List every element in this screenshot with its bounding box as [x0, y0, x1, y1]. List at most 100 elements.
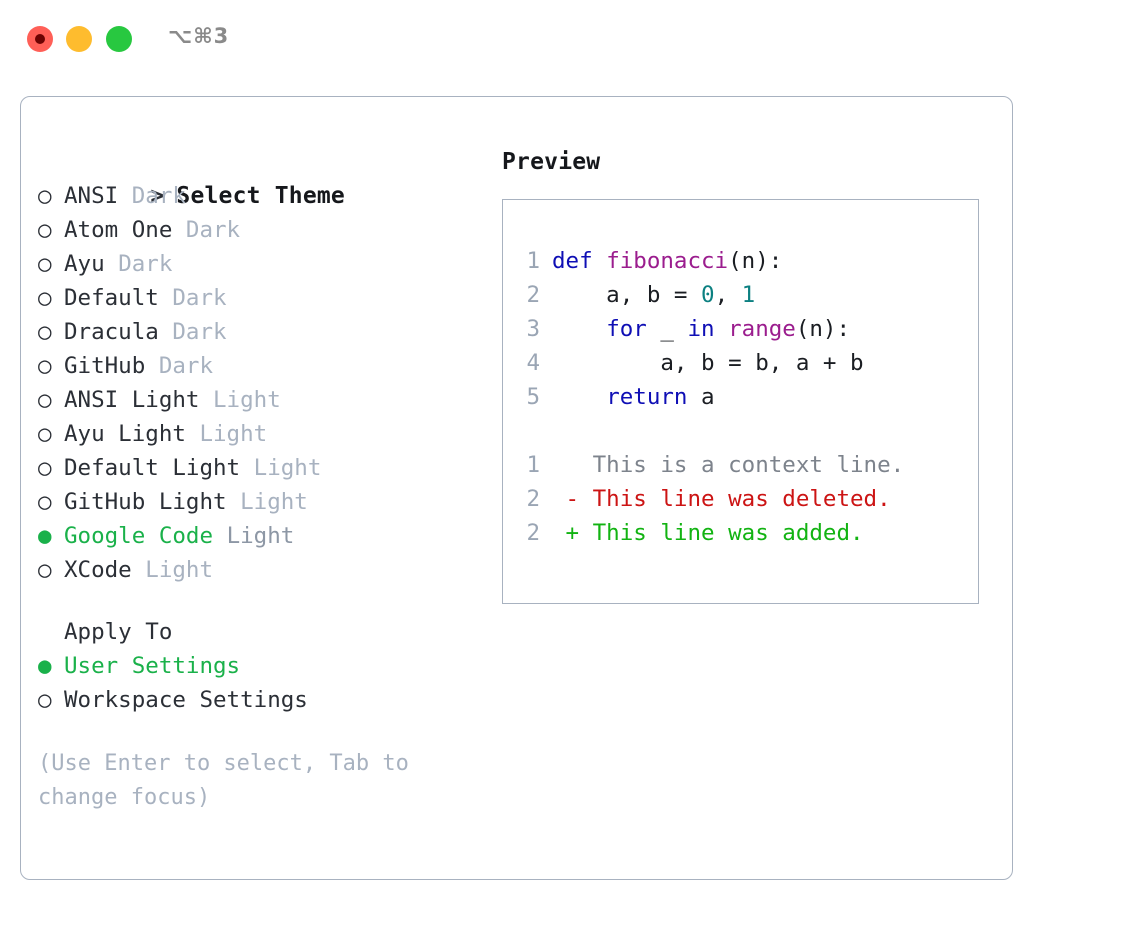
theme-option-category: Light	[199, 421, 268, 447]
code-line: 2 a, b = 0, 1	[516, 278, 972, 312]
theme-option-name: Google Code	[64, 523, 214, 549]
code-line-number: 4	[526, 350, 540, 376]
radio-unselected-icon: ○	[38, 353, 52, 379]
minimize-window-button[interactable]	[66, 26, 92, 52]
title-bar: ⌥⌘3	[0, 0, 1140, 78]
theme-option-category: Dark	[158, 353, 214, 379]
code-token-fn: fibonacci	[606, 248, 729, 274]
radio-unselected-icon: ○	[38, 557, 52, 583]
radio-selected-icon: ●	[38, 523, 52, 549]
code-token-plain	[593, 248, 607, 274]
apply-to-option-name: Workspace Settings	[64, 687, 308, 713]
radio-unselected-icon: ○	[38, 455, 52, 481]
spacer	[159, 285, 173, 311]
theme-option-github[interactable]: ○ GitHub Dark	[38, 349, 488, 383]
radio-unselected-icon: ○	[38, 489, 52, 515]
theme-option-name: Default	[64, 285, 159, 311]
apply-to-option-name: User Settings	[64, 653, 241, 679]
help-hint-text: (Use Enter to select, Tab to change focu…	[38, 751, 423, 810]
code-token-punct: (n):	[795, 316, 851, 342]
preview-section-gap	[516, 414, 972, 448]
code-line-number: 1	[526, 452, 540, 478]
theme-option-category: Dark	[185, 217, 241, 243]
theme-option-name: Dracula	[64, 319, 159, 345]
theme-list: ○ ANSI Dark ○ Atom One Dark ○ Ayu Dark ○ Defaul…	[38, 179, 488, 587]
radio-unselected-icon: ○	[38, 387, 52, 413]
theme-option-dracula[interactable]: ○Dracula Dark	[38, 315, 488, 349]
code-token-plain: a, b =	[552, 282, 702, 308]
theme-option-ansi-light[interactable]: ○ANSI Light Light	[38, 383, 488, 417]
theme-option-github-light[interactable]: ○ GitHub Light Light	[38, 485, 488, 519]
theme-option-name: GitHub Light	[64, 489, 227, 515]
code-token-plain	[715, 316, 729, 342]
apply-to-option-workspace-settings[interactable]: ○ Workspace Settings	[38, 683, 488, 717]
spacer	[186, 421, 200, 447]
theme-option-atom-one[interactable]: ○ Atom One Dark	[38, 213, 488, 247]
code-token-kw: for	[606, 316, 647, 342]
spacer	[199, 387, 213, 413]
code-line-number: 2	[526, 282, 540, 308]
diff-line-text: This is a context line.	[552, 452, 905, 478]
theme-option-name: ANSI	[64, 183, 119, 209]
theme-option-category: Dark	[172, 319, 227, 345]
diff-line-text: - This line was deleted.	[552, 486, 891, 512]
theme-option-category: Light	[240, 489, 308, 515]
code-token-fn: range	[728, 316, 796, 342]
spacer	[132, 557, 146, 583]
code-token-num: 0	[701, 282, 715, 308]
theme-option-name: ANSI Light	[64, 387, 200, 413]
apply-to-option-user-settings[interactable]: ●User Settings	[38, 649, 488, 683]
theme-option-default-light[interactable]: ○ Default Light Light	[38, 451, 488, 485]
code-token-kw: in	[687, 316, 715, 342]
spacer	[159, 319, 173, 345]
theme-option-name: Ayu Light	[64, 421, 186, 447]
theme-option-ayu-light[interactable]: ○ Ayu Light Light	[38, 417, 488, 451]
code-token-punct: (n):	[728, 248, 783, 274]
spacer	[172, 217, 186, 243]
theme-option-default[interactable]: ○Default Dark	[38, 281, 488, 315]
theme-option-name: GitHub	[64, 353, 146, 379]
theme-option-category: Light	[145, 557, 214, 583]
theme-option-category: Dark	[131, 183, 186, 209]
theme-option-ayu[interactable]: ○Ayu Dark	[38, 247, 488, 281]
preview-heading: Preview	[502, 149, 601, 175]
theme-option-name: XCode	[64, 557, 132, 583]
theme-picker-column: > Select Theme ○ ANSI Dark ○ Atom One Dark ○ A…	[38, 145, 488, 815]
apply-to-heading: Apply To	[64, 619, 173, 645]
theme-option-ansi[interactable]: ○ ANSI Dark	[38, 179, 488, 213]
theme-option-name: Default Light	[64, 455, 241, 481]
code-line-number: 5	[526, 384, 540, 410]
diff-line-add: 2 + This line was added.	[516, 516, 972, 550]
radio-unselected-icon: ○	[38, 217, 52, 243]
theme-option-name: Ayu	[64, 251, 105, 277]
apply-to-list: ●User Settings ○ Workspace Settings	[38, 649, 488, 717]
code-token-plain	[552, 384, 606, 410]
spacer	[105, 251, 119, 277]
radio-unselected-icon: ○	[38, 687, 52, 713]
recording-indicator-icon	[35, 34, 45, 44]
theme-option-google-code[interactable]: ●Google Code Light	[38, 519, 488, 553]
maximize-window-button[interactable]	[106, 26, 132, 52]
radio-unselected-icon: ○	[38, 421, 52, 447]
radio-unselected-icon: ○	[38, 251, 52, 277]
code-line-number: 2	[526, 486, 540, 512]
diff-line-ctx: 1 This is a context line.	[516, 448, 972, 482]
theme-option-xcode[interactable]: ○ XCode Light	[38, 553, 488, 587]
code-token-plain: a, b = b, a + b	[552, 350, 864, 376]
main-panel: > Select Theme ○ ANSI Dark ○ Atom One Dark ○ A…	[20, 96, 1013, 880]
code-token-plain: ,	[714, 282, 742, 308]
spacer	[227, 489, 241, 515]
radio-unselected-icon: ○	[38, 285, 52, 311]
theme-option-category: Light	[253, 455, 322, 481]
theme-option-name: Atom One	[64, 217, 173, 243]
code-token-kw: def	[552, 248, 593, 274]
select-theme-heading-label: Select Theme	[176, 183, 345, 209]
spacer	[240, 455, 254, 481]
radio-unselected-icon: ○	[38, 183, 52, 209]
select-theme-heading: > Select Theme	[38, 145, 488, 209]
prompt-caret-icon: >	[150, 183, 165, 209]
